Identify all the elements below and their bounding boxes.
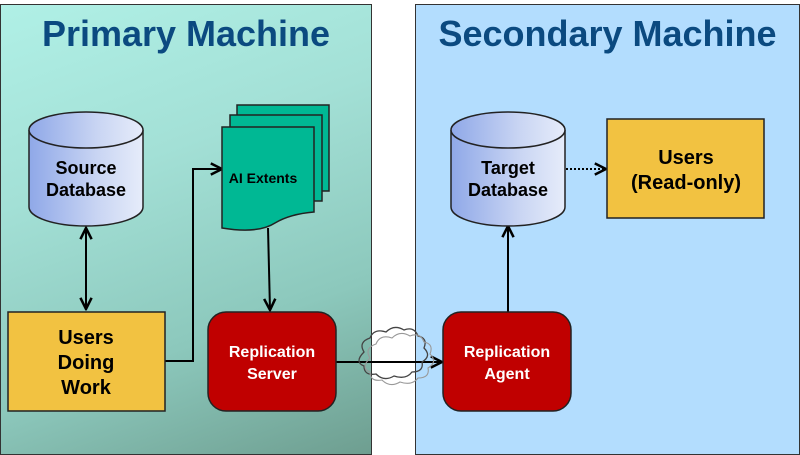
users-doing-work-box: Users Doing Work xyxy=(7,311,166,412)
source-database-label-2: Database xyxy=(46,180,126,200)
users-doing-work-label-1: Users xyxy=(58,327,114,349)
ai-extents-label: AI Extents xyxy=(229,170,298,186)
users-read-only-label-2: (Read-only) xyxy=(631,172,741,194)
replication-server-label-1: Replication xyxy=(229,344,315,361)
source-database-label-1: Source xyxy=(55,158,116,178)
users-read-only-label-1: Users xyxy=(658,147,714,169)
users-doing-work-label-3: Work xyxy=(61,377,112,399)
replication-server-label-2: Server xyxy=(247,366,297,383)
replication-agent-box: Replication Agent xyxy=(442,311,572,412)
target-database: Target Database xyxy=(450,111,566,227)
source-database: Source Database xyxy=(28,111,144,227)
replication-server-box: Replication Server xyxy=(207,311,337,412)
ai-extents-documents: AI Extents xyxy=(221,104,330,231)
primary-machine-title: Primary Machine xyxy=(41,13,331,54)
secondary-machine-title: Secondary Machine xyxy=(438,13,777,54)
target-database-label-1: Target xyxy=(481,158,535,178)
users-read-only-box: Users (Read-only) xyxy=(606,118,765,219)
network-cloud-icon xyxy=(358,326,435,386)
target-database-label-2: Database xyxy=(468,180,548,200)
users-doing-work-label-2: Doing xyxy=(58,352,115,374)
ai-extents-to-server-arrow xyxy=(268,227,270,310)
replication-agent-label-1: Replication xyxy=(464,344,550,361)
users-to-ai-extents-arrow xyxy=(165,169,222,362)
replication-agent-label-2: Agent xyxy=(484,366,530,383)
